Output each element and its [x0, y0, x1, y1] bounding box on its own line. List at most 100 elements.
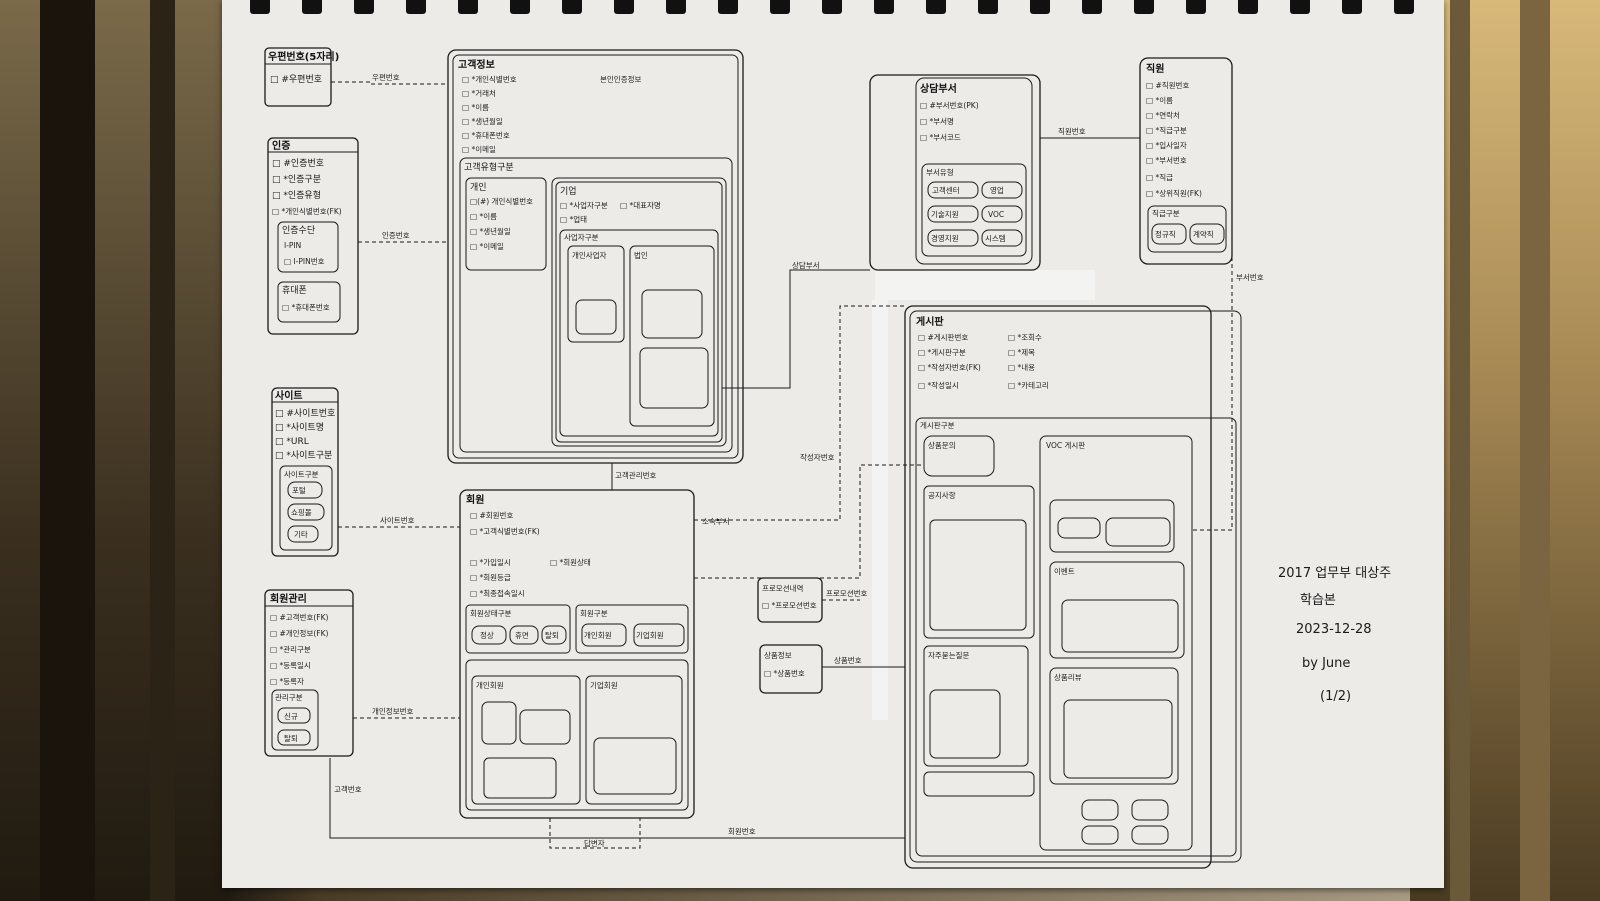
whiteout-patch [872, 300, 888, 720]
entity-staff-dept: 상담부서 □ #부서번호(PK) □ *부서명 □ *부서코드 부서유형 고객센… [869, 74, 1041, 271]
relation-label: 부서번호 [1236, 273, 1264, 282]
member-sub1-item: 휴면 [515, 630, 529, 640]
handwritten-note: 2017 업무부 대상주 학습본 2023-12-28 by June (1/2… [1278, 566, 1391, 704]
auth-sub1-title: 인증수단 [282, 225, 315, 236]
relation-label: 답변자 [584, 838, 605, 848]
customer-corp-biz: 법인 [634, 250, 648, 260]
customer-individual-field: □(#) 개인식별번호 [470, 196, 533, 206]
customer-field: □ *이름 [462, 102, 489, 112]
entity-postal: 우편번호(5자리) □ #우편번호 [264, 47, 339, 107]
customer-corp-field: □ *업태 [560, 215, 587, 224]
staff-sub-item: 정규직 [1155, 229, 1176, 239]
background-forest-left [0, 0, 230, 901]
entity-member-title: 회원 [466, 493, 484, 506]
auth-sub1-item: I-PIN [284, 241, 301, 250]
customer-corp-field: □ *사업자구분 [560, 201, 608, 210]
entity-customer: 고객정보 □ *개인식별번호 □ *거래처 □ *이름 □ *생년월일 □ *휴… [447, 49, 744, 464]
post-field: □ *작성일시 [918, 380, 959, 390]
member-field: □ *최종접속일시 [470, 588, 525, 598]
post-field: □ *내용 [1008, 363, 1035, 372]
entity-site-title: 사이트 [275, 389, 303, 402]
staff-dept-sub-item: 영업 [990, 185, 1004, 195]
entity-post-title: 게시판 [916, 315, 944, 328]
member-sub4-title: 기업회원 [590, 681, 618, 690]
relation-label: 고객관리번호 [615, 470, 656, 480]
member-field: □ *가입일시 [470, 558, 511, 567]
member-sub3-title: 개인회원 [476, 680, 504, 690]
customer-corp-field: □ *대표자명 [620, 200, 661, 210]
entity-postal-title: 우편번호(5자리) [268, 50, 339, 63]
staff-dept-field: □ #부서번호(PK) [920, 101, 979, 110]
product-option-field: □ *프로모션번호 [762, 600, 817, 610]
entity-staff-dept-title: 상담부서 [920, 82, 957, 95]
member-field: □ *회원상태 [550, 557, 591, 567]
customer-ptitle: 본인인증정보 [600, 74, 641, 84]
relation-label: 소속부서 [702, 517, 730, 526]
note-line1: 2017 업무부 대상주 [1278, 566, 1391, 581]
entity-site-field: □ *URL [275, 437, 309, 447]
post-field: □ *조회수 [1008, 333, 1042, 342]
note-line2: 학습본 [1300, 593, 1336, 608]
staff-dept-sub-item: 고객센터 [932, 185, 960, 195]
entity-staff: 직원 □ #직원번호 □ *이름 □ *연락처 □ *직급구분 □ *입사일자 … [1139, 57, 1233, 265]
staff-field: □ #직원번호 [1146, 80, 1189, 90]
post-field: □ *카테고리 [1008, 381, 1049, 390]
entity-auth: 인증 □ #인증번호 □ *인증구분 □ *인증유형 □ *개인식별번호(FK)… [267, 137, 359, 335]
post-field: □ *게시판구분 [918, 347, 966, 357]
entity-site: 사이트 □ #사이트번호 □ *사이트명 □ *URL □ *사이트구분 사이트… [271, 387, 339, 557]
relation-label: 우편번호 [372, 72, 400, 82]
member-field: □ *회원등급 [470, 573, 511, 582]
member-sub2-title: 회원구분 [580, 609, 608, 618]
customer-individual-title: 개인 [470, 182, 487, 193]
relation-label: 상품번호 [834, 655, 862, 665]
staff-field: □ *직급구분 [1146, 125, 1187, 135]
relation-label: 프로모션번호 [826, 588, 867, 598]
customer-corp-sub: 사업자구분 [564, 233, 599, 242]
member-mgmt-sub-title: 관리구분 [275, 692, 303, 702]
relation-label: 사이트번호 [380, 515, 415, 525]
entity-auth-field: □ *개인식별번호(FK) [272, 206, 342, 216]
customer-individual-field: □ *이메일 [470, 241, 504, 251]
staff-dept-sub-item: VOC [988, 210, 1004, 219]
site-sub-item: 포털 [292, 486, 306, 495]
entity-site-field: □ *사이트명 [275, 422, 324, 433]
entity-auth-title: 인증 [272, 139, 290, 152]
entity-postal-field: □ #우편번호 [270, 73, 322, 85]
entity-member: 회원 □ #회원번호 □ *고객식별번호(FK) □ *가입일시 □ *회원등급… [459, 489, 695, 819]
note-line5: (1/2) [1320, 689, 1351, 704]
customer-field: □ *휴대폰번호 [462, 131, 510, 140]
staff-field: □ *연락처 [1146, 111, 1180, 120]
staff-field: □ *입사일자 [1146, 141, 1187, 150]
entity-product-option-title: 프로모션내역 [762, 583, 803, 593]
customer-corp-title: 기업 [560, 186, 577, 197]
staff-dept-sub-title: 부서유형 [926, 168, 954, 177]
staff-dept-sub-item: 경영지원 [931, 233, 959, 243]
entity-member-mgmt-field: □ #고객번호(FK) [270, 612, 329, 622]
staff-field: □ *직급 [1146, 172, 1173, 182]
spiral-binding [250, 0, 1430, 14]
staff-dept-sub-item: 시스템 [985, 233, 1006, 243]
site-sub-item: 기타 [294, 530, 308, 539]
staff-field: □ *이름 [1146, 95, 1173, 105]
customer-field: □ *개인식별번호 [462, 74, 517, 84]
entity-customer-title: 고객정보 [458, 58, 495, 71]
customer-field: □ *생년월일 [462, 116, 503, 126]
relation-label: 작성자번호 [800, 452, 835, 462]
post-faq-title: 자주묻는질문 [928, 651, 969, 660]
entity-staff-title: 직원 [1146, 62, 1164, 75]
post-review-title: 상품리뷰 [1054, 672, 1082, 682]
entity-site-field: □ #사이트번호 [275, 408, 335, 419]
entity-product: 상품정보 □ *상품번호 [759, 644, 823, 694]
staff-dept-sub-item: 기술지원 [931, 210, 959, 219]
product-field: □ *상품번호 [764, 668, 805, 678]
member-sub1-item: 정상 [480, 630, 494, 640]
post-field: □ *제목 [1008, 348, 1035, 357]
staff-sub-title: 직급구분 [1152, 208, 1180, 218]
relation-label: 회원번호 [728, 827, 756, 836]
customer-private-biz: 개인사업자 [572, 250, 607, 260]
entity-post: 게시판 □ #게시판번호 □ *게시판구분 □ *작성자번호(FK) □ *작성… [904, 305, 1242, 869]
member-sub2-item: 기업회원 [636, 631, 664, 640]
relation-label: 고객번호 [334, 784, 362, 794]
post-field: □ *작성자번호(FK) [918, 362, 981, 372]
post-event-title: 이벤트 [1054, 566, 1075, 576]
